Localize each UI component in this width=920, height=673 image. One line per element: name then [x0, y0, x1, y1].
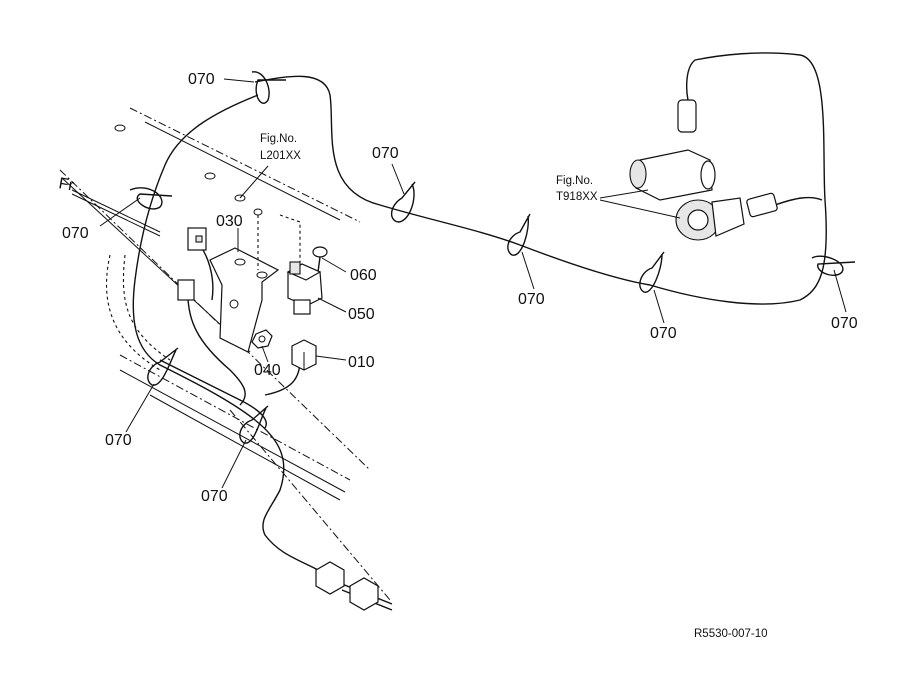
part-label-050: 050: [348, 306, 375, 323]
part-label-060: 060: [350, 267, 377, 284]
part-label-070: 070: [62, 225, 89, 242]
figure-reference-l201xx: Fig.No. L201XX: [260, 133, 301, 162]
cable-clamp: [507, 213, 531, 256]
part-label-040: 040: [254, 362, 281, 379]
fig-ref-title: Fig.No.: [556, 175, 593, 187]
chassis-lines: [59, 107, 391, 601]
drawing-code: R5530-007-10: [694, 628, 768, 640]
cable-clamp: [147, 347, 179, 386]
relay: [286, 261, 323, 315]
cable-clamp: [129, 187, 173, 210]
part-label-070: 070: [831, 315, 858, 332]
part-labels: 070 070 070 070 070 070 070 070 030 060 …: [62, 71, 858, 505]
leader-lines: [99, 78, 847, 489]
front-marker-label: Fr: [57, 175, 75, 194]
cable-clamp: [251, 71, 286, 104]
cable-clamp: [391, 181, 416, 223]
part-label-070: 070: [188, 71, 215, 88]
part-label-070: 070: [518, 291, 545, 308]
part-label-070: 070: [105, 432, 132, 449]
fig-ref-title: Fig.No.: [260, 133, 297, 145]
cable-clamp: [811, 255, 856, 276]
part-label-010: 010: [348, 354, 375, 371]
cable-clamp: [639, 251, 665, 293]
figure-reference-t918xx: Fig.No. T918XX: [556, 175, 598, 203]
part-label-070: 070: [372, 145, 399, 162]
bolt: [312, 246, 328, 273]
fig-ref-code: L201XX: [260, 150, 301, 162]
harness-connectors: [177, 227, 379, 611]
part-label-070: 070: [650, 325, 677, 342]
nut: [251, 329, 273, 349]
part-label-070: 070: [201, 488, 228, 505]
relay-bracket: [209, 215, 280, 353]
sensor-assembly: [599, 99, 778, 241]
fig-ref-code: T918XX: [556, 191, 598, 203]
part-label-030: 030: [216, 213, 243, 230]
connector: [291, 339, 317, 371]
